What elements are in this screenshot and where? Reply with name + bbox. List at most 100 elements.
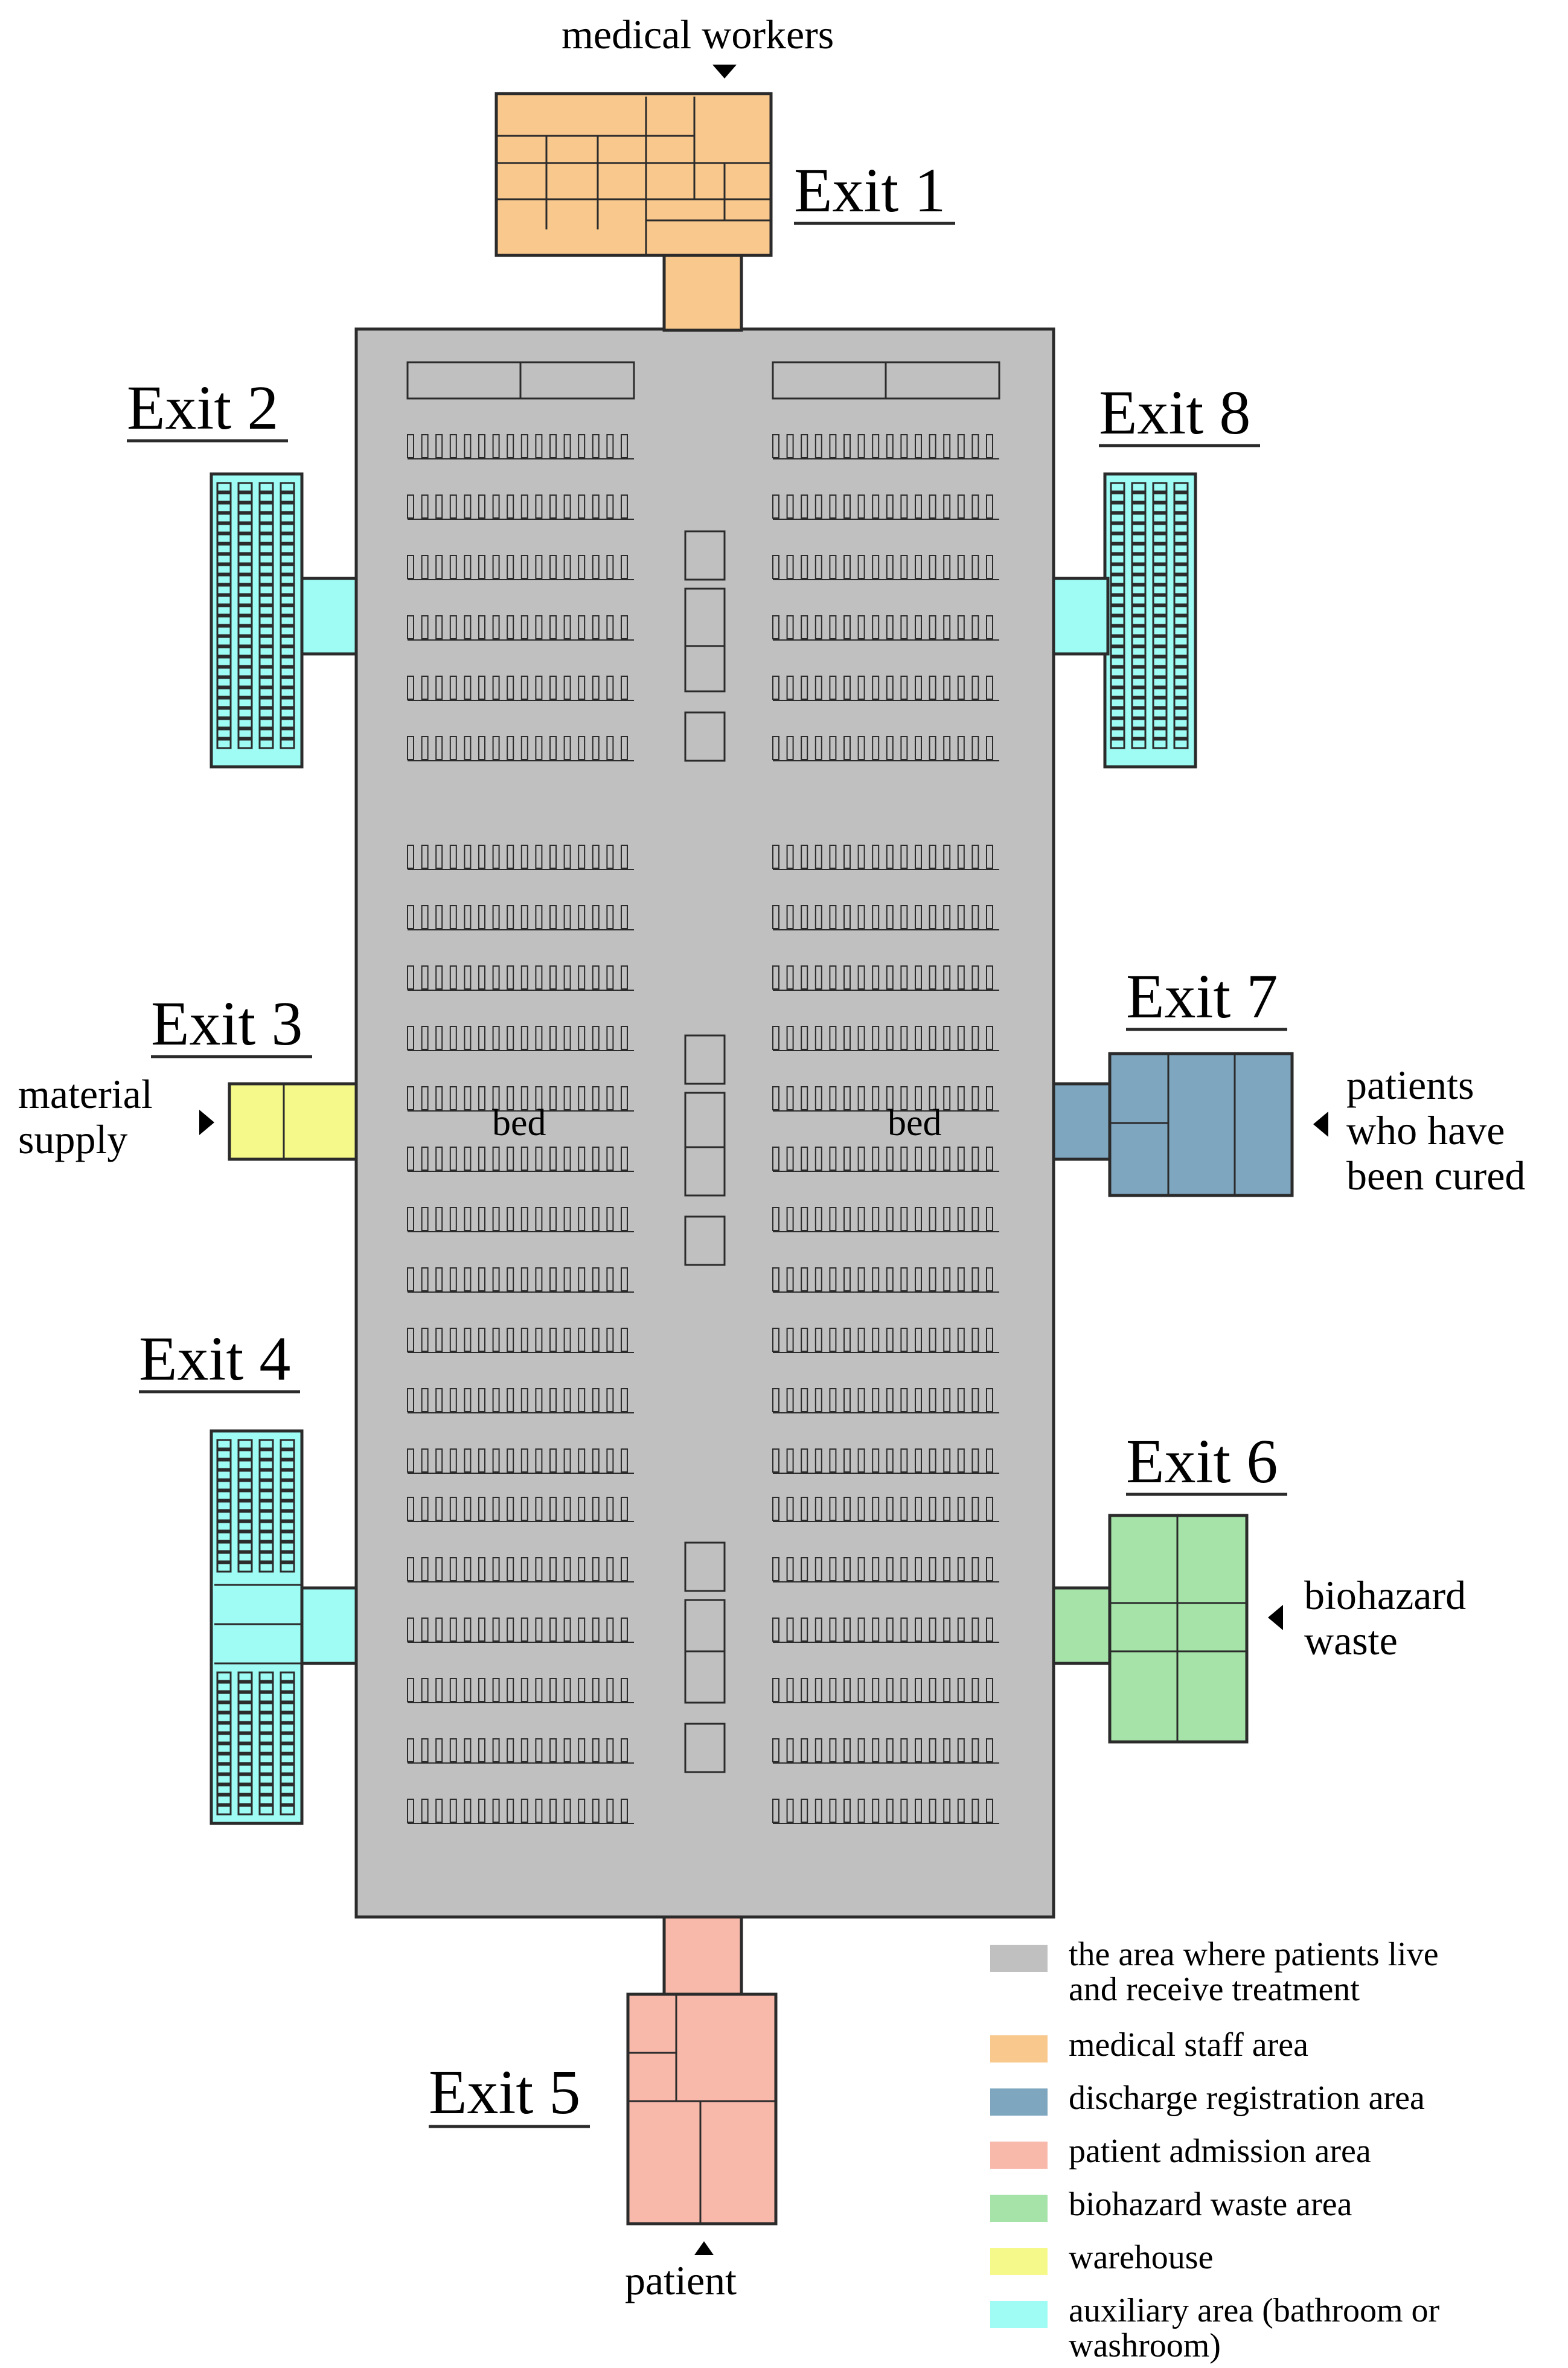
bed bbox=[520, 965, 528, 990]
stall bbox=[1173, 687, 1189, 698]
stall bbox=[216, 1794, 232, 1805]
bed bbox=[421, 1678, 429, 1702]
bed bbox=[507, 1557, 514, 1581]
bed-row bbox=[772, 1497, 999, 1522]
bed bbox=[606, 1026, 614, 1050]
bed-row bbox=[772, 1738, 999, 1764]
bed bbox=[929, 1388, 936, 1412]
bed bbox=[900, 434, 908, 458]
bed bbox=[464, 965, 472, 990]
station-3 bbox=[684, 711, 726, 762]
stall bbox=[216, 1439, 232, 1450]
bed bbox=[857, 1738, 865, 1762]
stall bbox=[258, 564, 274, 575]
bed bbox=[592, 1497, 600, 1521]
bed bbox=[957, 1086, 965, 1110]
stall bbox=[1152, 533, 1168, 544]
bed bbox=[986, 615, 993, 639]
stall bbox=[237, 1712, 253, 1723]
bed-row bbox=[407, 1799, 634, 1824]
bed bbox=[435, 494, 443, 519]
stall bbox=[1131, 523, 1147, 534]
bed bbox=[449, 1448, 457, 1473]
bed bbox=[578, 1026, 586, 1050]
legend-swatch bbox=[990, 2035, 1048, 2062]
bed bbox=[872, 1799, 880, 1823]
bed bbox=[621, 1328, 628, 1352]
bed bbox=[986, 1557, 993, 1581]
bed bbox=[606, 615, 614, 639]
stall bbox=[258, 615, 274, 626]
bed bbox=[520, 1618, 528, 1642]
bed bbox=[843, 615, 851, 639]
stall bbox=[216, 554, 232, 565]
bed bbox=[535, 905, 543, 929]
bed bbox=[535, 1557, 543, 1581]
bed bbox=[421, 1448, 429, 1473]
stall bbox=[1173, 482, 1189, 493]
stall bbox=[216, 1753, 232, 1764]
bed bbox=[435, 615, 443, 639]
bed bbox=[772, 615, 779, 639]
bed bbox=[407, 676, 414, 700]
stall bbox=[1110, 523, 1125, 534]
bed bbox=[592, 676, 600, 700]
bed bbox=[535, 1738, 543, 1762]
bed bbox=[900, 1086, 908, 1110]
bed bbox=[407, 1086, 414, 1110]
stall bbox=[216, 1511, 232, 1522]
stall bbox=[216, 523, 232, 534]
bed bbox=[829, 434, 837, 458]
bed bbox=[872, 1026, 880, 1050]
stall bbox=[1131, 533, 1147, 544]
stall bbox=[1152, 738, 1168, 749]
bed bbox=[449, 555, 457, 579]
bed bbox=[900, 1497, 908, 1521]
stall bbox=[1173, 728, 1189, 739]
stall bbox=[258, 1500, 274, 1511]
stall bbox=[216, 1692, 232, 1703]
bed bbox=[592, 1026, 600, 1050]
bed bbox=[535, 1497, 543, 1521]
bed bbox=[492, 676, 500, 700]
legend-swatch bbox=[990, 2088, 1048, 2116]
bed bbox=[435, 1678, 443, 1702]
bed bbox=[857, 1678, 865, 1702]
bed bbox=[900, 1267, 908, 1291]
bed bbox=[857, 1328, 865, 1352]
bed bbox=[829, 1557, 837, 1581]
bed bbox=[478, 1448, 485, 1473]
stall bbox=[1131, 513, 1147, 523]
stall bbox=[237, 1774, 253, 1785]
stall bbox=[1152, 523, 1168, 534]
bed bbox=[986, 1207, 993, 1231]
stall bbox=[216, 1459, 232, 1470]
stall bbox=[1173, 584, 1189, 595]
bed bbox=[592, 1267, 600, 1291]
stall bbox=[1131, 677, 1147, 688]
stall bbox=[280, 667, 295, 677]
bed-row bbox=[407, 1618, 634, 1643]
stall bbox=[216, 513, 232, 523]
bed bbox=[971, 845, 979, 869]
bed bbox=[578, 1557, 586, 1581]
bed bbox=[421, 1328, 429, 1352]
stall bbox=[258, 1753, 274, 1764]
bed bbox=[843, 1618, 851, 1642]
bed bbox=[957, 736, 965, 760]
exit-1-label: Exit 1 bbox=[794, 156, 946, 225]
stall bbox=[1152, 626, 1168, 636]
bed bbox=[578, 1086, 586, 1110]
bed bbox=[435, 1267, 443, 1291]
stall bbox=[258, 523, 274, 534]
stall bbox=[280, 738, 295, 749]
stall bbox=[280, 1439, 295, 1450]
stall bbox=[237, 1733, 253, 1744]
stall bbox=[216, 1743, 232, 1754]
bed bbox=[957, 1026, 965, 1050]
bed bbox=[786, 1678, 794, 1702]
stall bbox=[216, 677, 232, 688]
bed bbox=[621, 615, 628, 639]
stall bbox=[1173, 574, 1189, 585]
stall bbox=[216, 584, 232, 595]
